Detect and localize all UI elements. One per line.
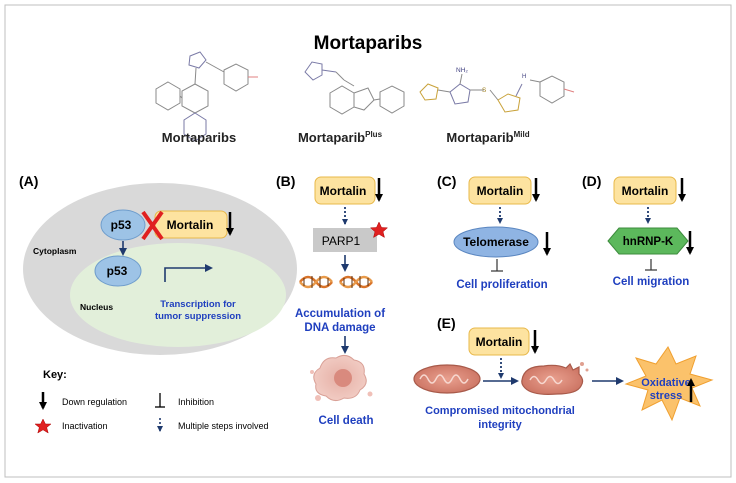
p53-nucleus-oval: [94, 255, 142, 287]
nucleus-label: Nucleus: [80, 302, 113, 312]
oxidative-line2: stress: [650, 390, 682, 402]
structure-mortaparib-plus: [304, 61, 405, 115]
mortalin-box-c: [468, 176, 532, 205]
key-legend: Key: Down regulation Inactivation Inhibi…: [34, 369, 269, 434]
mortalin-label-a: Mortalin: [167, 218, 214, 232]
inhibition-symbol-d: [645, 259, 657, 271]
hydrogen-atom-label: H: [522, 74, 526, 80]
inhibition-key-icon: [155, 393, 165, 408]
panel-b-label: (B): [276, 173, 295, 189]
cytoplasm-label: Cytoplasm: [33, 246, 77, 256]
panel-d-label: (D): [582, 173, 601, 189]
mortalin-box-d: [613, 176, 677, 205]
compound-name-mortaparib-mild: MortaparibMild: [446, 130, 529, 145]
panel-a: (A) Cytoplasm Nucleus Mortalin p53 p53 T…: [19, 173, 297, 355]
structure-mortaparibs: [155, 51, 258, 142]
inactivation-cross-icon: [141, 210, 164, 241]
p53-nucleus-label: p53: [107, 264, 128, 278]
panel-e: (E) Mortalin Compromised mitochondrial i…: [413, 315, 714, 431]
panel-e-label: (E): [437, 315, 456, 331]
damaged-mitochondrion-icon: [521, 362, 589, 395]
parp1-label: PARP1: [322, 234, 361, 248]
accumulation-line1: Accumulation of: [295, 308, 385, 320]
compromised-line1: Compromised mitochondrial: [425, 405, 575, 417]
transcription-line2: tumor suppression: [155, 311, 241, 322]
key-down-regulation: Down regulation: [62, 397, 127, 407]
inactivation-star-key-icon: [34, 418, 52, 434]
p53-top-label: p53: [111, 218, 132, 232]
cell-migration-label: Cell migration: [613, 276, 690, 288]
mortalin-box-e: [468, 327, 530, 356]
nucleus-ellipse: [70, 243, 286, 347]
parp1-box: [313, 228, 377, 252]
key-inactivation: Inactivation: [62, 421, 108, 431]
compound-name-mortaparibs: Mortaparibs: [162, 130, 236, 145]
dying-cell-icon: [310, 354, 373, 402]
mortalin-box-b: [314, 176, 376, 205]
nh2-atom-label: NH₂: [456, 67, 468, 74]
hnrnp-k-hexagon: [607, 227, 689, 255]
structure-mortaparib-mild: [419, 73, 575, 113]
key-multiple-steps: Multiple steps involved: [178, 421, 269, 431]
mortalin-label-b: Mortalin: [320, 184, 367, 198]
mortalin-label-d: Mortalin: [622, 184, 669, 198]
compound-name-mortaparib-plus: MortaparibPlus: [298, 130, 383, 145]
hnrnp-k-label: hnRNP-K: [623, 236, 674, 248]
panel-d: (D) Mortalin hnRNP-K Cell migration: [582, 173, 694, 288]
key-title: Key:: [43, 369, 67, 381]
healthy-mitochondrion-icon: [413, 364, 481, 394]
dna-damage-icon: [299, 275, 373, 289]
transcription-line1: Transcription for: [160, 299, 236, 310]
panel-c-label: (C): [437, 173, 456, 189]
panel-a-label: (A): [19, 173, 38, 189]
figure-title: Mortaparibs: [314, 33, 423, 54]
mortalin-label-c: Mortalin: [477, 184, 524, 198]
parp1-inactivation-star-icon: [369, 221, 389, 239]
panel-c: (C) Mortalin Telomerase Cell proliferati…: [437, 173, 551, 291]
telomerase-oval: [453, 226, 539, 258]
inhibition-symbol-c: [491, 259, 503, 272]
sulfur-atom-label: S: [482, 87, 487, 94]
compromised-line2: integrity: [478, 419, 522, 431]
cell-proliferation-label: Cell proliferation: [456, 279, 547, 291]
cell-death-label: Cell death: [319, 415, 374, 427]
transcription-arrow: [164, 264, 213, 282]
panel-b: (B) Mortalin PARP1 Accumulation of DNA d…: [276, 173, 389, 427]
accumulation-line2: DNA damage: [304, 322, 375, 334]
key-inhibition: Inhibition: [178, 397, 214, 407]
mortalin-label-e: Mortalin: [476, 335, 523, 349]
oxidative-line1: Oxidative: [641, 377, 691, 389]
p53-top-oval: [100, 209, 146, 241]
telomerase-label: Telomerase: [463, 235, 529, 249]
